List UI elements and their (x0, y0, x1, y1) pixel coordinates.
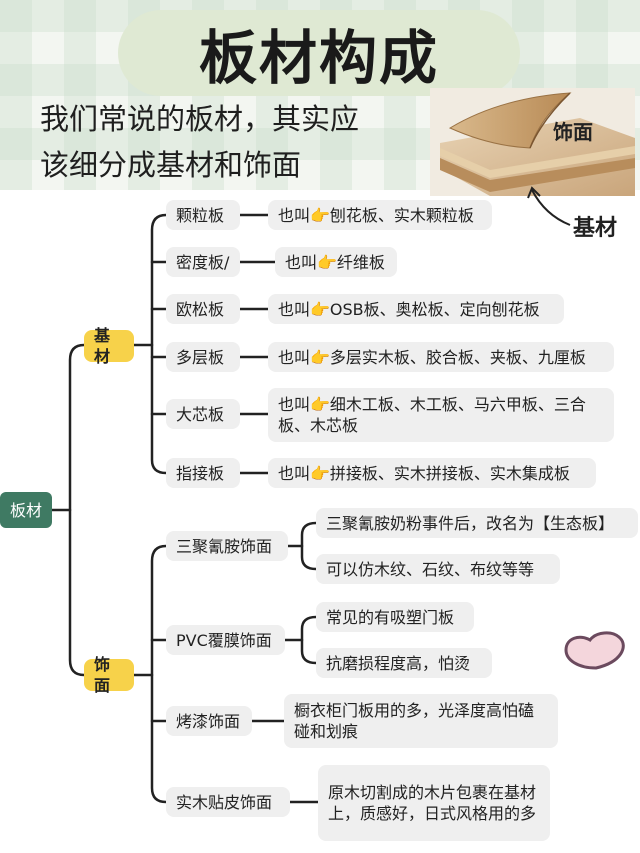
photo-label-base: 基材 (573, 216, 618, 241)
base-item-desc-text: 也叫👉OSB板、奥松板、定向刨花板 (278, 299, 540, 319)
base-item-desc: 也叫👉纤维板 (275, 247, 397, 277)
finish-item-desc-text: 橱衣柜门板用的多，光泽度高怕磕碰和划痕 (294, 701, 535, 741)
category-base: 基材 (84, 326, 134, 366)
finish-item-desc: 橱衣柜门板用的多，光泽度高怕磕碰和划痕 (284, 694, 558, 748)
base-item-desc-text: 也叫👉纤维板 (285, 252, 385, 272)
root-node: 板材 (0, 492, 52, 528)
base-item-desc-text: 也叫👉细木工板、木工板、马六甲板、三合板、木芯板 (278, 395, 586, 435)
finish-item-desc: 原木切割成的木片包裹在基材上，质感好，日式风格用的多 (318, 765, 550, 841)
finish-item-name: 三聚氰胺饰面 (176, 536, 273, 556)
base-item-name: 大芯板 (176, 404, 225, 424)
finish-item-desc-text: 抗磨损程度高，怕烫 (326, 653, 471, 673)
base-item-name: 颗粒板 (176, 205, 225, 225)
finish-item-desc-text: 原木切割成的木片包裹在基材上，质感好，日式风格用的多 (328, 783, 537, 823)
finish-item-desc-text: 可以仿木纹、石纹、布纹等等 (326, 559, 535, 579)
base-item-name: 多层板 (176, 347, 225, 367)
finish-item-name: PVC覆膜饰面 (176, 630, 272, 650)
finish-item-desc: 抗磨损程度高，怕烫 (316, 648, 492, 678)
finish-item-name: 烤漆饰面 (176, 711, 241, 731)
base-item-desc-text: 也叫👉多层实木板、胶合板、夹板、九厘板 (278, 347, 586, 367)
finish-item-desc-text: 三聚氰胺奶粉事件后，改名为【生态板】 (326, 513, 615, 533)
base-item: 大芯板 (166, 399, 240, 429)
finish-item: 烤漆饰面 (166, 706, 252, 736)
base-item: 密度板/ (166, 247, 240, 277)
base-item-desc: 也叫👉OSB板、奥松板、定向刨花板 (268, 294, 564, 324)
finish-item: PVC覆膜饰面 (166, 625, 285, 655)
finish-item-name: 实木贴皮饰面 (176, 792, 273, 812)
base-item: 颗粒板 (166, 200, 240, 230)
base-item: 多层板 (166, 342, 240, 372)
finish-item-desc: 三聚氰胺奶粉事件后，改名为【生态板】 (316, 508, 638, 538)
base-item-desc: 也叫👉细木工板、木工板、马六甲板、三合板、木芯板 (268, 388, 614, 442)
base-item-desc: 也叫👉多层实木板、胶合板、夹板、九厘板 (268, 342, 614, 372)
base-item-name: 欧松板 (176, 299, 225, 319)
intro-line-2: 该细分成基材和饰面 (40, 148, 302, 182)
finish-item: 实木贴皮饰面 (166, 787, 290, 817)
intro-text: 我们常说的板材，其实应 该细分成基材和饰面 (40, 96, 430, 188)
finish-item-desc: 可以仿木纹、石纹、布纹等等 (316, 554, 560, 584)
category-finish-label: 饰面 (94, 655, 111, 695)
category-base-label: 基材 (94, 326, 111, 366)
intro-line-1: 我们常说的板材，其实应 (40, 102, 360, 136)
photo-label-veneer: 饰面 (553, 120, 593, 144)
root-label: 板材 (10, 500, 43, 520)
base-item-name: 密度板/ (176, 252, 230, 272)
base-item: 指接板 (166, 458, 240, 488)
base-item: 欧松板 (166, 294, 240, 324)
category-finish: 饰面 (84, 655, 134, 695)
finish-item-desc-text: 常见的有吸塑门板 (326, 607, 455, 627)
page-title: 板材构成 (198, 24, 439, 92)
title-banner: 板材构成 (118, 10, 520, 96)
board-illustration (430, 88, 635, 196)
base-item-desc-text: 也叫👉拼接板、实木拼接板、实木集成板 (278, 463, 570, 483)
finish-item-desc: 常见的有吸塑门板 (316, 602, 474, 632)
base-item-desc-text: 也叫👉刨花板、实木颗粒板 (278, 205, 474, 225)
base-item-name: 指接板 (176, 463, 225, 483)
base-item-desc: 也叫👉拼接板、实木拼接板、实木集成板 (268, 458, 596, 488)
finish-item: 三聚氰胺饰面 (166, 531, 288, 561)
base-item-desc: 也叫👉刨花板、实木颗粒板 (268, 200, 492, 230)
